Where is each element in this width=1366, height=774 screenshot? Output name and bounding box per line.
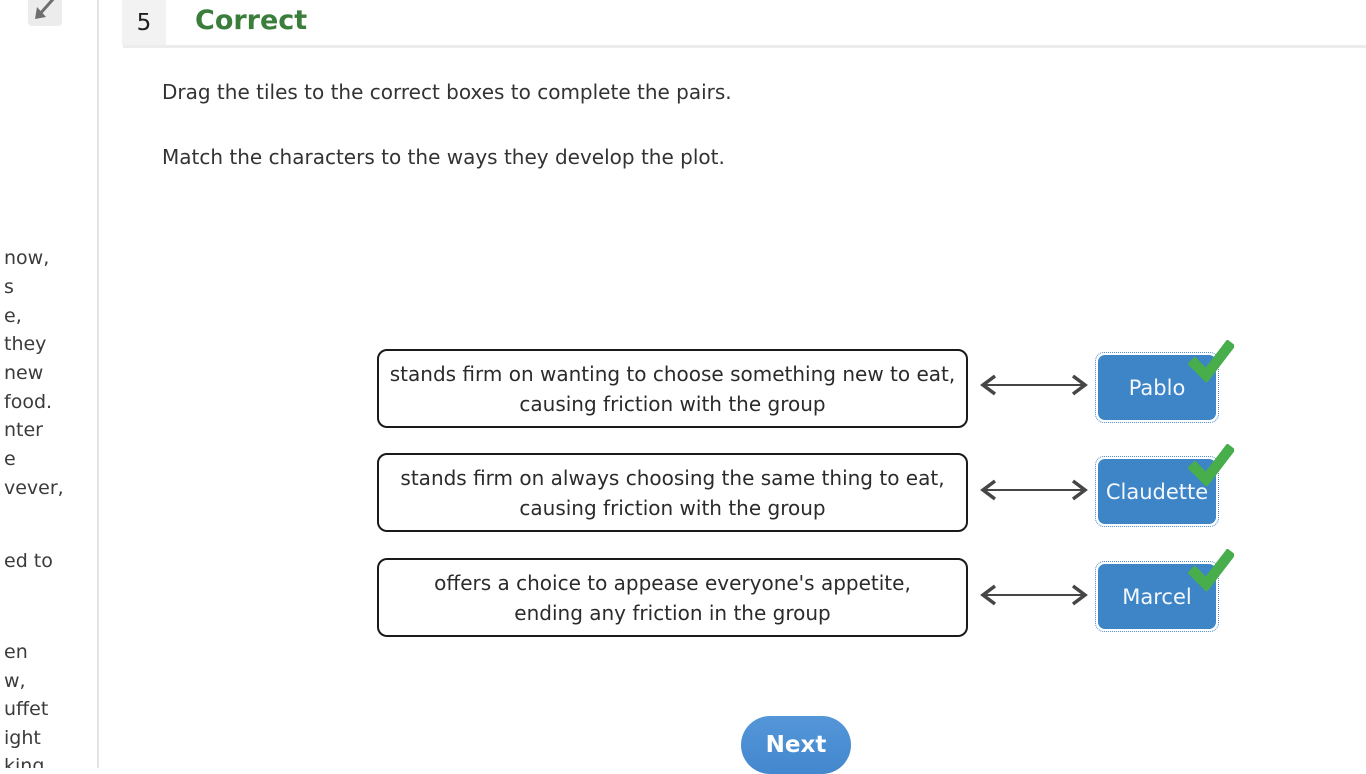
passage-text-fragment: uffet bbox=[4, 698, 49, 720]
prompt-text: Match the characters to the ways they de… bbox=[162, 145, 725, 169]
panel-divider bbox=[97, 0, 99, 768]
answer-tile-label: Claudette bbox=[1105, 479, 1209, 504]
passage-text-fragment: en bbox=[4, 641, 28, 663]
description-box[interactable]: stands firm on always choosing the same … bbox=[377, 453, 968, 532]
status-label: Correct bbox=[195, 5, 308, 36]
answer-dropzone[interactable]: Pablo bbox=[1095, 340, 1234, 423]
passage-text-fragment: now, bbox=[4, 247, 50, 269]
passage-text-fragment: new bbox=[4, 362, 44, 384]
passage-text-fragment: vever, bbox=[4, 477, 64, 499]
description-box[interactable]: stands firm on wanting to choose somethi… bbox=[377, 349, 968, 428]
double-arrow-icon bbox=[980, 374, 1088, 396]
correct-checkmark-icon bbox=[1188, 340, 1234, 382]
description-line: stands firm on always choosing the same … bbox=[400, 465, 945, 490]
instruction-text: Drag the tiles to the correct boxes to c… bbox=[162, 80, 732, 104]
passage-text-fragment: food. bbox=[4, 391, 53, 413]
double-arrow-icon bbox=[980, 584, 1088, 606]
next-button[interactable]: Next bbox=[741, 716, 851, 774]
passage-text-fragment: ed to bbox=[4, 550, 53, 572]
header-rule bbox=[123, 45, 1366, 48]
description-line: causing friction with the group bbox=[519, 495, 826, 520]
expand-button[interactable] bbox=[28, 0, 62, 26]
answer-tile-marcel[interactable]: Marcel bbox=[1098, 564, 1216, 629]
double-arrow-icon bbox=[980, 479, 1088, 501]
description-line: ending any friction in the group bbox=[514, 600, 831, 625]
answer-tile-label: Marcel bbox=[1122, 584, 1192, 609]
passage-text-fragment: s bbox=[4, 276, 14, 298]
passage-text-fragment: nter bbox=[4, 419, 43, 441]
answer-tile-label: Pablo bbox=[1128, 375, 1186, 400]
passage-panel: now, s e, they new food. nter e vever, e… bbox=[0, 0, 97, 768]
answer-dropzone[interactable]: Claudette bbox=[1095, 444, 1234, 527]
passage-text-fragment: e bbox=[4, 448, 16, 470]
passage-text-fragment: ight bbox=[4, 727, 41, 749]
description-line: causing friction with the group bbox=[519, 391, 826, 416]
description-line: stands firm on wanting to choose somethi… bbox=[389, 361, 956, 386]
passage-text-fragment: they bbox=[4, 333, 47, 355]
resize-arrow-icon bbox=[35, 0, 55, 19]
passage-text-fragment: king bbox=[4, 755, 45, 768]
correct-checkmark-icon bbox=[1188, 444, 1234, 486]
description-box[interactable]: offers a choice to appease everyone's ap… bbox=[377, 558, 968, 637]
description-line: offers a choice to appease everyone's ap… bbox=[434, 570, 911, 595]
answer-dropzone[interactable]: Marcel bbox=[1095, 549, 1234, 632]
passage-text-fragment: w, bbox=[4, 670, 26, 692]
passage-text-fragment: e, bbox=[4, 305, 22, 327]
question-number: 5 bbox=[136, 9, 152, 36]
correct-checkmark-icon bbox=[1188, 549, 1234, 591]
question-number-box: 5 bbox=[122, 0, 166, 45]
